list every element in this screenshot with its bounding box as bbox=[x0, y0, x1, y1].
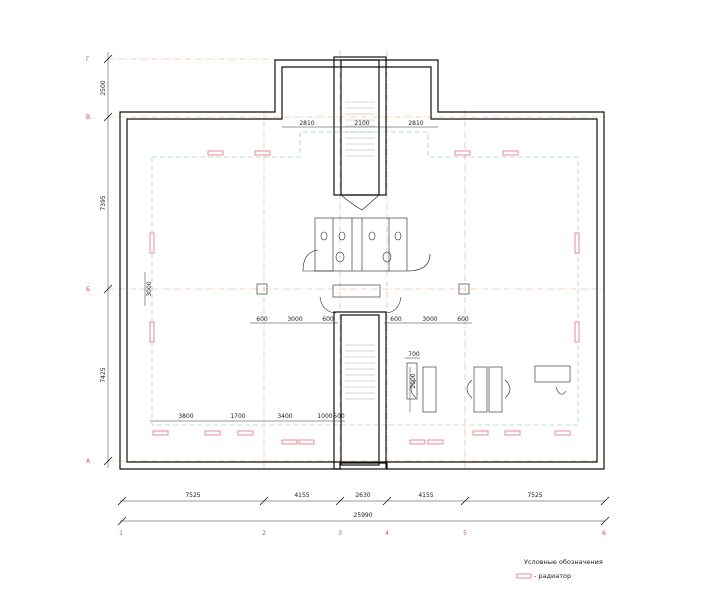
dim-mid-left-1: 600 bbox=[256, 316, 268, 323]
dim-vertical-7425: 7425 bbox=[100, 367, 107, 382]
dim-bay-5: 7525 bbox=[527, 492, 542, 499]
dim-bottom-5: 500 bbox=[333, 413, 345, 420]
axis-col-6: 6 bbox=[602, 530, 606, 537]
dim-vertical-3000: 3000 bbox=[146, 281, 153, 296]
legend-radiator-label: - радиатор bbox=[534, 572, 571, 580]
dim-top-right: 2810 bbox=[408, 120, 423, 127]
heated-zone-contour bbox=[151, 131, 579, 426]
axis-row-v: В bbox=[86, 114, 90, 121]
stairs-top bbox=[345, 101, 375, 157]
axis-row-g: Г bbox=[86, 56, 90, 63]
dim-mid-left-3: 600 bbox=[322, 316, 334, 323]
dim-mid-left-2: 3000 bbox=[287, 316, 302, 323]
dim-bottom-4: 1000 bbox=[317, 413, 332, 420]
dim-bottom-1: 3800 bbox=[178, 413, 193, 420]
legend-title: Условные обозначения bbox=[524, 558, 603, 566]
dim-mid-right-1: 600 bbox=[390, 316, 402, 323]
dim-bottom-3: 3400 bbox=[277, 413, 292, 420]
axis-row-b: Б bbox=[86, 286, 90, 293]
axis-row-a: А bbox=[86, 458, 91, 465]
stairs-bottom bbox=[345, 344, 375, 400]
dim-total: 25990 bbox=[353, 512, 372, 519]
dim-vertical-2500: 2500 bbox=[100, 80, 107, 95]
dim-top-mid: 2100 bbox=[354, 120, 369, 127]
dim-bay-4: 4155 bbox=[418, 492, 433, 499]
dim-mid-right-3: 600 bbox=[457, 316, 469, 323]
axis-col-3: 3 bbox=[338, 530, 342, 537]
dim-top-left: 2810 bbox=[299, 120, 314, 127]
dim-mid-right-2: 3000 bbox=[422, 316, 437, 323]
legend: Условные обозначения - радиатор bbox=[516, 558, 603, 580]
dim-vertical-7395: 7395 bbox=[100, 195, 107, 210]
toilet-fixtures bbox=[320, 231, 402, 263]
dim-desk-width: 700 bbox=[408, 351, 420, 358]
dim-bay-2: 4155 bbox=[294, 492, 309, 499]
furniture bbox=[406, 362, 571, 413]
building-walls bbox=[119, 56, 605, 470]
dim-bay-3: 2630 bbox=[355, 492, 370, 499]
axis-col-5: 5 bbox=[463, 530, 467, 537]
radiators bbox=[149, 150, 580, 445]
dimension-ticks bbox=[103, 54, 610, 526]
dimension-lines bbox=[107, 52, 605, 522]
dim-bay-1: 7525 bbox=[185, 492, 200, 499]
axis-col-4: 4 bbox=[385, 530, 389, 537]
axis-col-1: 1 bbox=[119, 530, 123, 537]
axis-col-2: 2 bbox=[262, 530, 266, 537]
axis-lines bbox=[108, 50, 605, 470]
dim-bottom-2: 1700 bbox=[230, 413, 245, 420]
dim-desk-height: 2000 bbox=[410, 373, 417, 388]
legend-radiator-swatch bbox=[516, 573, 532, 579]
